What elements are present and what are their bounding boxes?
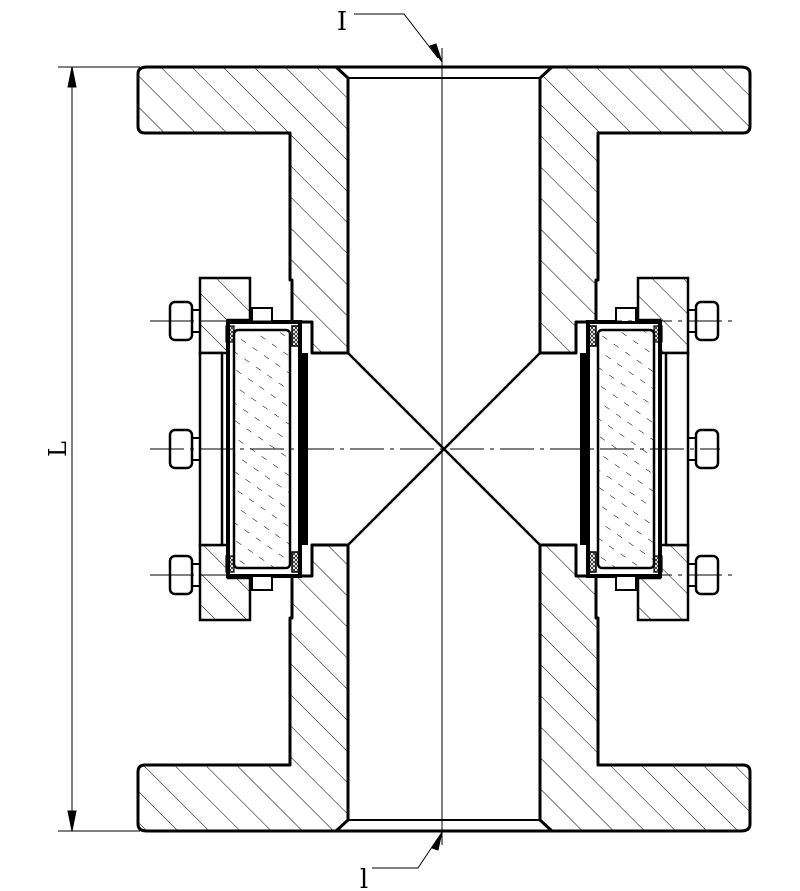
section-leader-top bbox=[354, 13, 443, 63]
chamber-cross-lines bbox=[312, 351, 576, 547]
left-body-section bbox=[136, 65, 350, 355]
section-label-top: I bbox=[337, 7, 347, 37]
length-dimension bbox=[58, 66, 140, 832]
section-label-bottom: l bbox=[360, 865, 368, 891]
length-dimension-label: L bbox=[44, 441, 72, 457]
section-leader-bottom bbox=[372, 831, 443, 869]
right-body-section bbox=[538, 65, 752, 355]
left-body-section-lower bbox=[136, 543, 350, 833]
right-body-section-lower bbox=[538, 543, 752, 833]
center-lines bbox=[150, 48, 738, 845]
